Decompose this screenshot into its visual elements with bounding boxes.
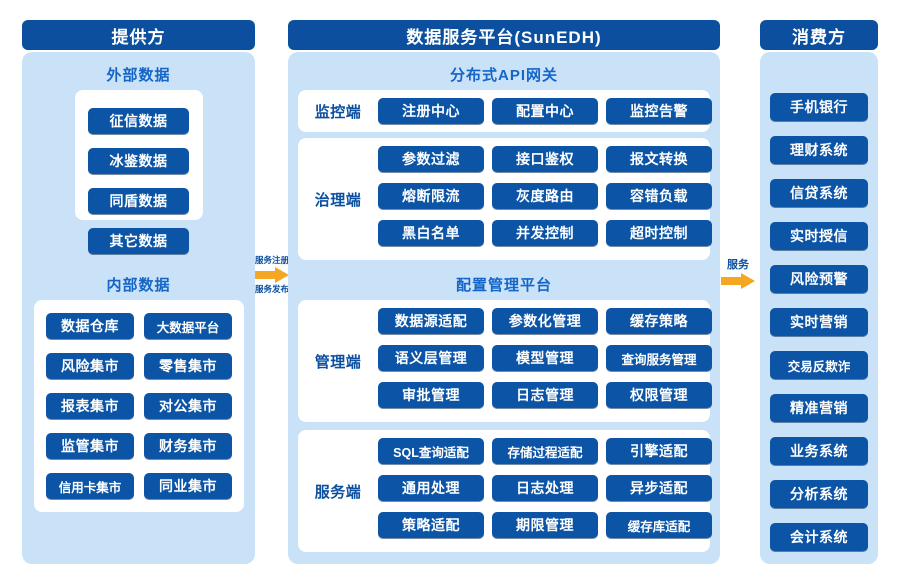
row-label-governance: 治理端 bbox=[314, 191, 362, 209]
provider-item-internal-0[interactable]: 数据仓库 bbox=[46, 313, 134, 339]
consumer-item-7[interactable]: 精准营销 bbox=[770, 394, 868, 422]
platform-item-management-2[interactable]: 缓存策略 bbox=[606, 308, 712, 334]
platform-item-governance-6[interactable]: 黑白名单 bbox=[378, 220, 484, 246]
platform-item-management-4[interactable]: 模型管理 bbox=[492, 345, 598, 371]
platform-item-management-7[interactable]: 日志管理 bbox=[492, 382, 598, 408]
platform-item-management-1[interactable]: 参数化管理 bbox=[492, 308, 598, 334]
provider-item-internal-5[interactable]: 对公集市 bbox=[144, 393, 232, 419]
platform-item-governance-1[interactable]: 接口鉴权 bbox=[492, 146, 598, 172]
platform-item-management-8[interactable]: 权限管理 bbox=[606, 382, 712, 408]
provider-item-external-2[interactable]: 同盾数据 bbox=[88, 188, 189, 214]
section-title-api-gateway: 分布式API网关 bbox=[449, 67, 558, 84]
provider-item-internal-7[interactable]: 财务集市 bbox=[144, 433, 232, 459]
platform-item-service-1[interactable]: 存储过程适配 bbox=[492, 438, 598, 464]
platform-item-governance-0[interactable]: 参数过滤 bbox=[378, 146, 484, 172]
section-title-external-data: 外部数据 bbox=[106, 67, 171, 84]
column-header-platform: 数据服务平台(SunEDH) bbox=[288, 20, 720, 50]
consumer-item-4[interactable]: 风险预警 bbox=[770, 265, 868, 293]
platform-item-service-3[interactable]: 通用处理 bbox=[378, 475, 484, 501]
platform-item-management-6[interactable]: 审批管理 bbox=[378, 382, 484, 408]
platform-item-service-4[interactable]: 日志处理 bbox=[492, 475, 598, 501]
arrow-right-icon bbox=[255, 267, 289, 283]
platform-item-service-2[interactable]: 引擎适配 bbox=[606, 438, 712, 464]
provider-item-internal-4[interactable]: 报表集市 bbox=[46, 393, 134, 419]
provider-item-internal-2[interactable]: 风险集市 bbox=[46, 353, 134, 379]
consumer-item-0[interactable]: 手机银行 bbox=[770, 93, 868, 121]
provider-item-internal-8[interactable]: 信用卡集市 bbox=[46, 473, 134, 499]
provider-item-external-1[interactable]: 冰鉴数据 bbox=[88, 148, 189, 174]
provider-item-internal-9[interactable]: 同业集市 bbox=[144, 473, 232, 499]
provider-item-internal-6[interactable]: 监管集市 bbox=[46, 433, 134, 459]
consumer-item-9[interactable]: 分析系统 bbox=[770, 480, 868, 508]
platform-item-service-0[interactable]: SQL查询适配 bbox=[378, 438, 484, 464]
provider-item-internal-3[interactable]: 零售集市 bbox=[144, 353, 232, 379]
consumer-item-3[interactable]: 实时授信 bbox=[770, 222, 868, 250]
platform-item-monitor-0[interactable]: 注册中心 bbox=[378, 98, 484, 124]
platform-item-governance-4[interactable]: 灰度路由 bbox=[492, 183, 598, 209]
platform-item-governance-3[interactable]: 熔断限流 bbox=[378, 183, 484, 209]
platform-item-service-5[interactable]: 异步适配 bbox=[606, 475, 712, 501]
platform-item-governance-7[interactable]: 并发控制 bbox=[492, 220, 598, 246]
row-label-management: 管理端 bbox=[314, 353, 362, 371]
platform-item-management-3[interactable]: 语义层管理 bbox=[378, 345, 484, 371]
platform-item-service-8[interactable]: 缓存库适配 bbox=[606, 512, 712, 538]
row-label-monitor: 监控端 bbox=[314, 103, 362, 121]
consumer-panel: 手机银行 理财系统 信贷系统 实时授信 风险预警 实时营销 交易反欺诈 精准营销… bbox=[760, 52, 878, 564]
consumer-item-10[interactable]: 会计系统 bbox=[770, 523, 868, 551]
column-header-provider: 提供方 bbox=[22, 20, 255, 50]
arrow-right-icon-2 bbox=[721, 273, 755, 289]
connector-label-service-publish: 服务发布 bbox=[255, 284, 290, 294]
connector-label-service: 服务 bbox=[727, 259, 749, 271]
platform-item-governance-8[interactable]: 超时控制 bbox=[606, 220, 712, 246]
consumer-item-8[interactable]: 业务系统 bbox=[770, 437, 868, 465]
platform-item-monitor-2[interactable]: 监控告警 bbox=[606, 98, 712, 124]
connector-platform-to-consumer: 服务 bbox=[720, 258, 756, 290]
consumer-item-5[interactable]: 实时营销 bbox=[770, 308, 868, 336]
platform-item-monitor-1[interactable]: 配置中心 bbox=[492, 98, 598, 124]
platform-item-governance-2[interactable]: 报文转换 bbox=[606, 146, 712, 172]
connector-provider-to-platform: 服务注册 服务发布 bbox=[255, 255, 290, 295]
consumer-item-2[interactable]: 信贷系统 bbox=[770, 179, 868, 207]
provider-item-external-3[interactable]: 其它数据 bbox=[88, 228, 189, 254]
provider-panel: 外部数据 征信数据 冰鉴数据 同盾数据 其它数据 内部数据 数据仓库 大数据平台… bbox=[22, 52, 255, 564]
platform-item-governance-5[interactable]: 容错负载 bbox=[606, 183, 712, 209]
platform-item-management-0[interactable]: 数据源适配 bbox=[378, 308, 484, 334]
connector-label-service-register: 服务注册 bbox=[255, 255, 290, 265]
platform-item-management-5[interactable]: 查询服务管理 bbox=[606, 345, 712, 371]
provider-item-external-0[interactable]: 征信数据 bbox=[88, 108, 189, 134]
consumer-item-1[interactable]: 理财系统 bbox=[770, 136, 868, 164]
section-title-internal-data: 内部数据 bbox=[106, 277, 171, 294]
platform-item-service-7[interactable]: 期限管理 bbox=[492, 512, 598, 538]
consumer-item-6[interactable]: 交易反欺诈 bbox=[770, 351, 868, 379]
row-label-service: 服务端 bbox=[314, 483, 362, 501]
provider-item-internal-1[interactable]: 大数据平台 bbox=[144, 313, 232, 339]
platform-panel: 分布式API网关 监控端 注册中心 配置中心 监控告警 治理端 参数过滤 接口鉴… bbox=[288, 52, 720, 564]
platform-item-service-6[interactable]: 策略适配 bbox=[378, 512, 484, 538]
column-header-consumer: 消费方 bbox=[760, 20, 878, 50]
section-title-config-platform: 配置管理平台 bbox=[455, 277, 552, 294]
